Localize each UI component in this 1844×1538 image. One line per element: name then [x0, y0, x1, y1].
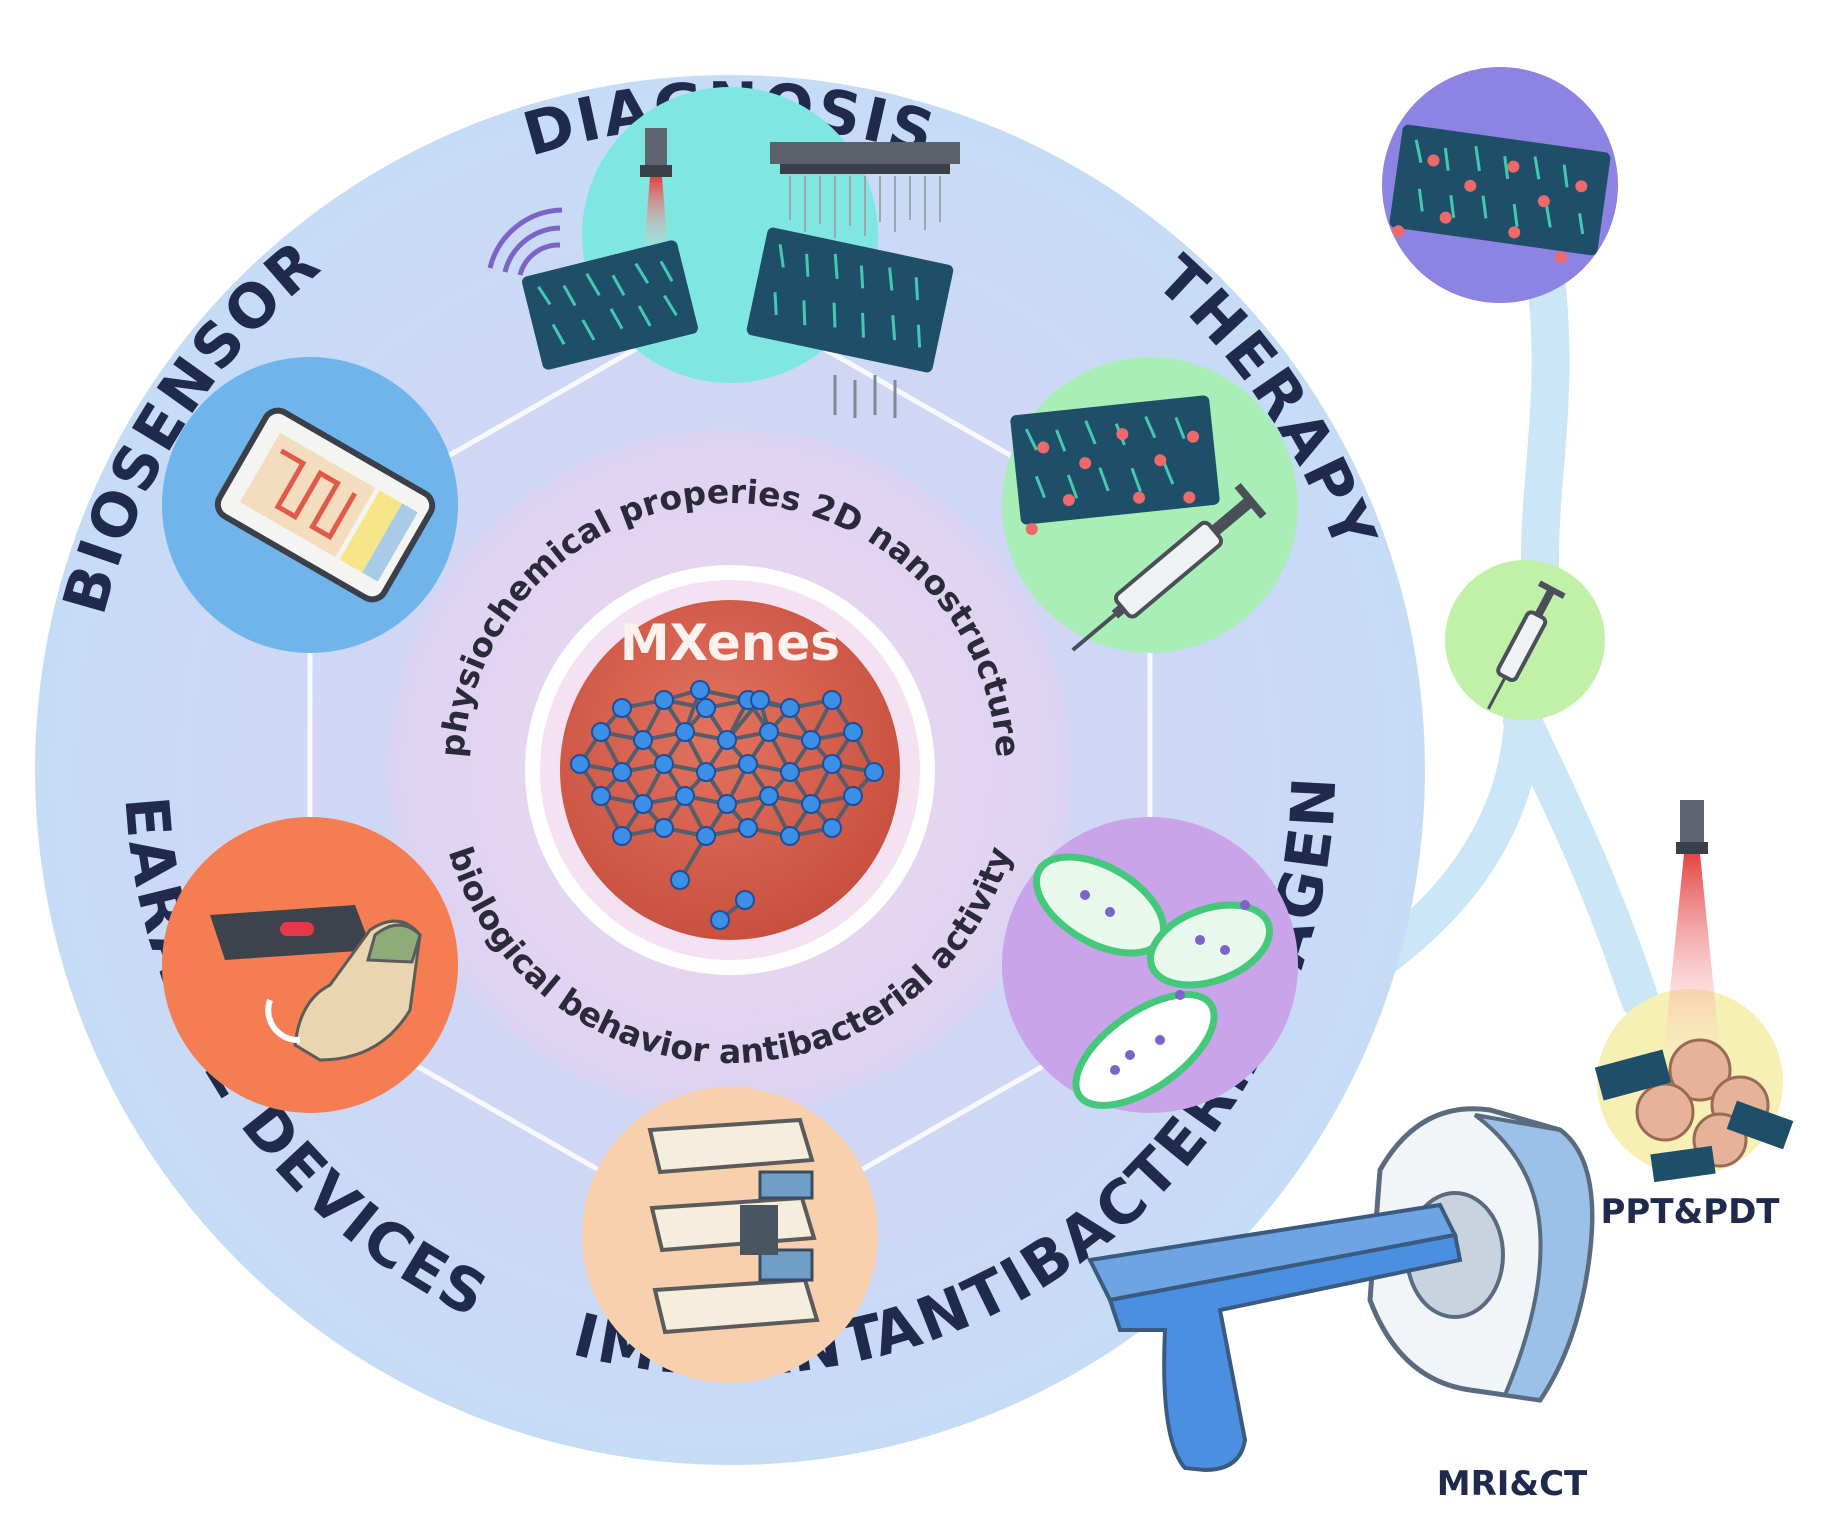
laser-icon: [1664, 800, 1720, 1050]
lattice-atom: [696, 826, 716, 846]
lattice-atom: [717, 794, 737, 814]
lattice-atom: [710, 910, 730, 930]
lattice-atom: [759, 722, 779, 742]
wearable-patch-icon: [210, 905, 422, 1062]
node-injection: [1445, 560, 1605, 720]
scanner-head-icon: [770, 142, 960, 418]
lattice-atom: [675, 786, 695, 806]
lattice-atom: [780, 762, 800, 782]
lattice-atom: [570, 754, 590, 774]
mxenes-core: [560, 600, 900, 940]
lattice-atom: [780, 826, 800, 846]
lattice-atom: [735, 890, 755, 910]
node-therapy: [1002, 357, 1298, 653]
lattice-atom: [696, 698, 716, 718]
lattice-atom: [690, 680, 710, 700]
lattice-atom: [843, 786, 863, 806]
small-syringe-icon: [1487, 580, 1566, 710]
label-ppt-pdt: PPT&PDT: [1600, 1192, 1780, 1232]
lattice-atom: [822, 754, 842, 774]
lattice-atom: [675, 722, 695, 742]
label-mri-ct: MRI&CT: [1437, 1464, 1588, 1504]
lattice-atom: [612, 762, 632, 782]
node-wearable-devices: [162, 817, 458, 1113]
node-ppt-pdt: [1594, 800, 1794, 1183]
bacteria-icon: [1032, 853, 1274, 1109]
mxene-lattice-graphic: [570, 680, 884, 930]
nanosheet-left-icon: [522, 240, 698, 370]
drug-loaded-nanosheet-icon: [1010, 395, 1220, 536]
node-diagnosis: [487, 87, 960, 418]
lattice-atom: [822, 818, 842, 838]
lattice-atom: [717, 730, 737, 750]
lattice-atom: [696, 762, 716, 782]
lattice-atom: [612, 698, 632, 718]
node-implant: [582, 1087, 878, 1383]
node-antibacterial-agent: [1002, 817, 1298, 1113]
lattice-atom: [801, 794, 821, 814]
lattice-atom: [654, 818, 674, 838]
laser-probe-icon: [640, 128, 672, 250]
lattice-atom: [738, 754, 758, 774]
node-drug-loaded-sheet: [1382, 67, 1618, 303]
nanosheet-right-icon: [746, 227, 954, 373]
lattice-atom: [612, 826, 632, 846]
lattice-atom: [633, 730, 653, 750]
lattice-atom: [654, 690, 674, 710]
lattice-atom: [591, 786, 611, 806]
lattice-atom: [738, 818, 758, 838]
lattice-atom: [654, 754, 674, 774]
lattice-atom: [801, 730, 821, 750]
wifi-signal-icon: [487, 207, 563, 276]
mri-scanner-icon: [1086, 1106, 1595, 1473]
mxenes-title: MXenes: [620, 614, 840, 672]
lattice-atom: [822, 690, 842, 710]
lattice-atom: [780, 698, 800, 718]
lattice-atom: [670, 870, 690, 890]
lattice-atom: [759, 786, 779, 806]
spine-implant-icon: [647, 1117, 820, 1335]
lattice-atom: [633, 794, 653, 814]
node-biosensor: [162, 357, 458, 653]
lattice-atom: [864, 762, 884, 782]
lattice-atom: [843, 722, 863, 742]
lattice-atom: [591, 722, 611, 742]
biosensor-chip-icon: [214, 407, 436, 603]
syringe-icon: [1071, 482, 1267, 652]
lattice-atom: [750, 690, 770, 710]
